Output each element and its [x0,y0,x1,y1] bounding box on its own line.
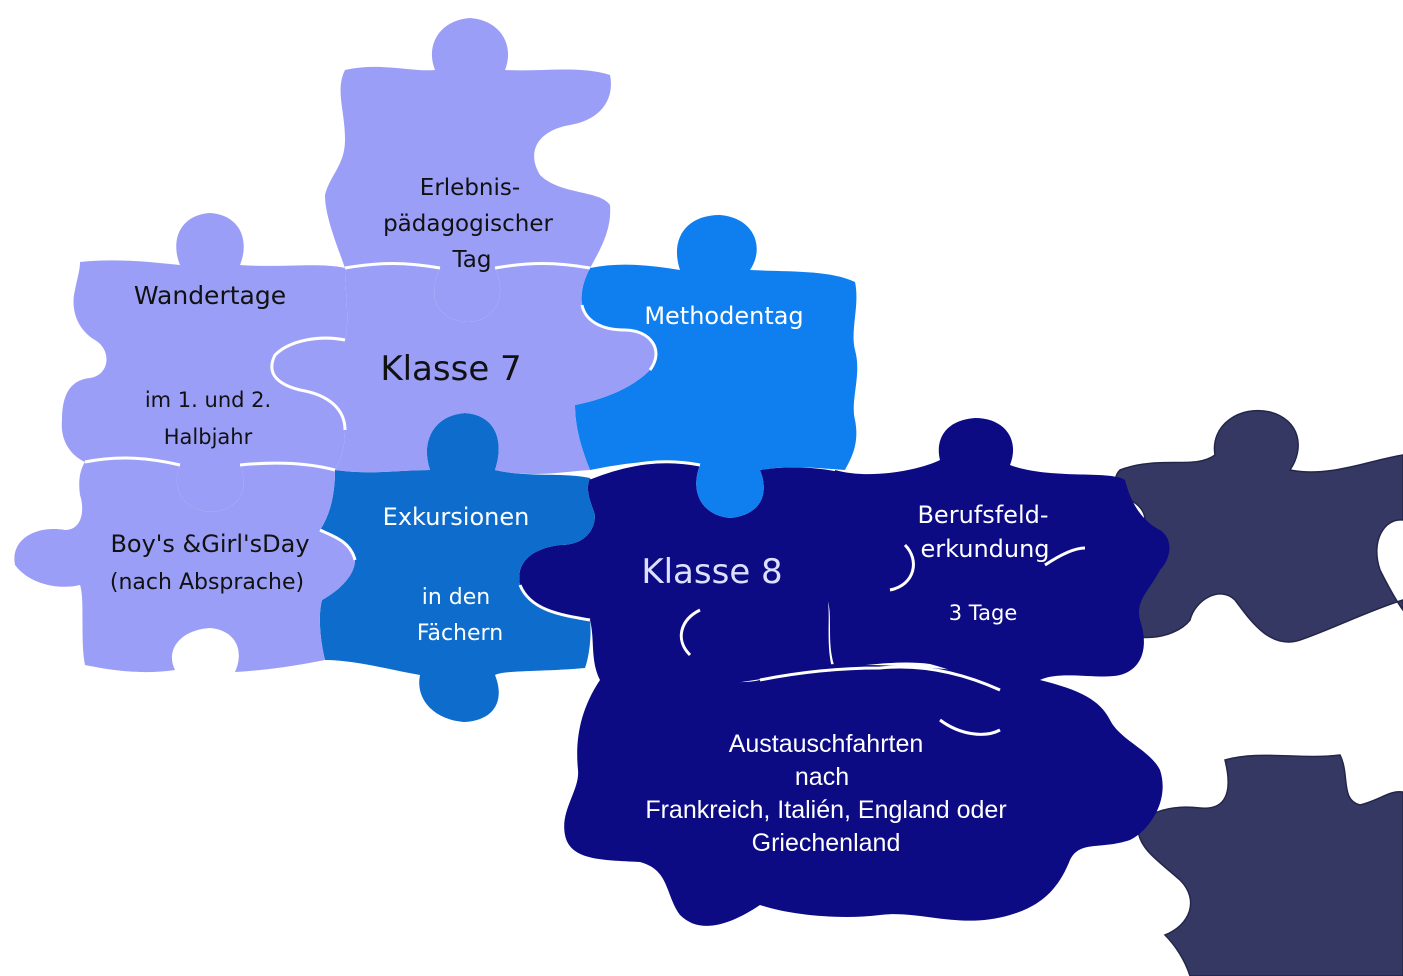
label-erlebnis: Erlebnis- pädagogischer Tag [383,175,553,273]
piece-exkursionen-shape [319,413,595,722]
boys-girls-day-line-2: (nach Absprache) [110,570,304,595]
seam-11 [679,608,701,657]
seam-14 [1044,546,1086,567]
boys-girls-day-line-1: Boy's &Girl'sDay [110,530,309,558]
seam-5 [84,456,181,467]
label-klasse7: Klasse 7 [380,349,521,389]
berufsfeld-line-2: erkundung [920,535,1049,563]
erlebnis-line-1: Erlebnis- [420,175,520,201]
label-wandertage: Wandertage im 1. und 2. Halbjahr [134,281,286,449]
austausch-line-2: nach [795,763,849,791]
berufsfeld-line-1: Berufsfeld- [917,501,1048,529]
piece-seams [84,262,1086,736]
seam-2 [494,262,591,270]
seam-9 [518,584,591,622]
seam-13 [939,718,1001,736]
piece-exkursionen [319,413,595,722]
piece-klasse7 [271,263,656,475]
label-methodentag: Methodentag [644,302,803,330]
austausch-line-3: Frankreich, Italién, England oder [645,796,1006,824]
seam-8 [319,528,357,561]
loose-piece-bottom-right-shape [1137,754,1403,976]
wandertage-title: Wandertage [134,281,286,310]
erlebnis-line-3: Tag [452,247,492,273]
seam-10 [889,543,915,592]
seam-3 [580,304,658,371]
seam-4 [270,336,347,431]
piece-berufsfeld [824,418,1170,683]
label-klasse8: Klasse 8 [641,552,782,592]
piece-wandertage [61,213,348,512]
label-berufsfeld: Berufsfeld- erkundung 3 Tage [917,501,1049,625]
wandertage-line-1: im 1. und 2. [145,388,271,412]
exkursionen-title: Exkursionen [383,503,530,531]
piece-boys-girls-day [14,458,356,673]
austausch-line-4: Griechenland [752,829,901,857]
piece-austausch-shape [564,663,1163,926]
exkursionen-line-2: Fächern [417,621,503,646]
seam-1 [344,262,441,270]
berufsfeld-detail: 3 Tage [949,601,1018,625]
wandertage-line-2: Halbjahr [164,425,253,449]
piece-klasse8 [519,461,841,687]
piece-methodentag-shape [575,215,858,518]
piece-methodentag [575,215,858,518]
erlebnis-line-2: pädagogischer [383,211,553,237]
piece-erlebnis-shape [325,18,611,322]
piece-austausch [564,663,1163,926]
label-austausch: Austauschfahrten nach Frankreich, Italié… [645,730,1006,857]
piece-klasse7-shape [271,263,656,475]
seam-12 [759,665,1001,692]
piece-klasse8-shape [519,461,841,687]
piece-erlebnis [325,18,611,322]
piece-wandertage-shape [61,213,348,512]
klasse7-title: Klasse 7 [380,349,521,389]
methodentag-title: Methodentag [644,302,803,330]
seam-6 [239,461,336,472]
piece-berufsfeld-shape [824,418,1170,683]
klasse8-title: Klasse 8 [641,552,782,592]
loose-piece-bottom-right [1137,754,1403,976]
austausch-line-1: Austauschfahrten [729,730,924,758]
label-exkursionen: Exkursionen in den Fächern [383,503,530,646]
seam-7 [589,460,701,480]
label-boys-girls-day: Boy's &Girl'sDay (nach Absprache) [110,530,310,595]
exkursionen-line-1: in den [422,585,491,610]
piece-boys-girls-day-shape [14,458,356,673]
